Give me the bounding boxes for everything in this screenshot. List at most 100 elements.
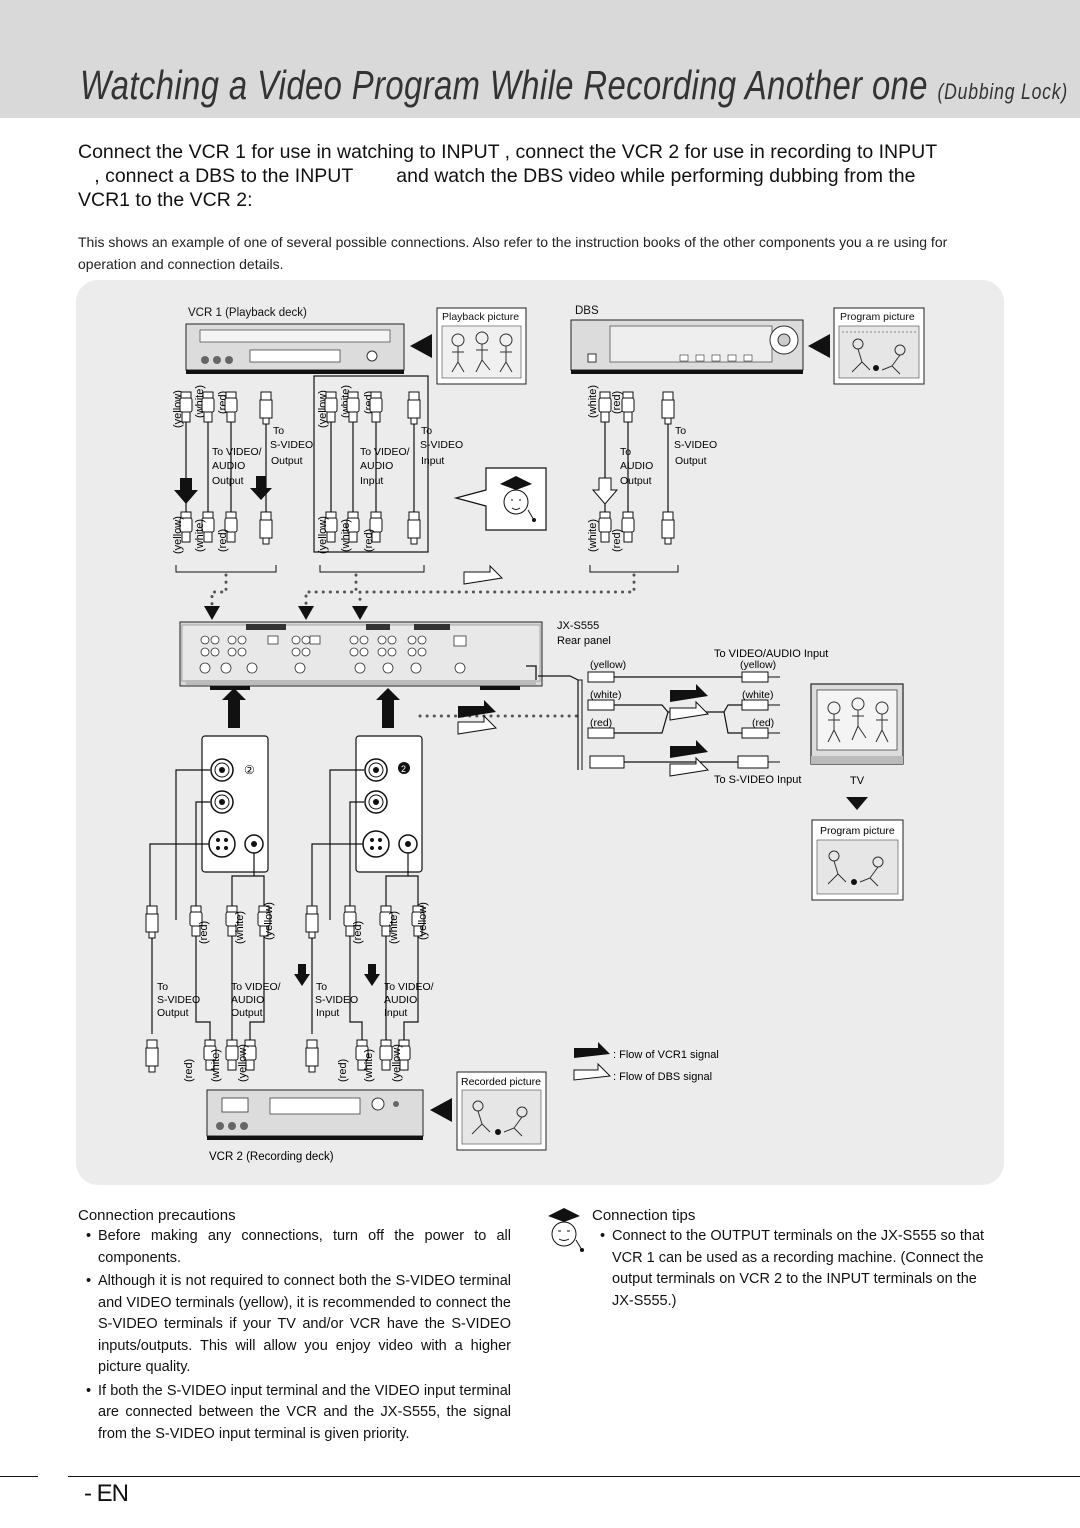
dbs-output-cables: (white) (red) To S-VIDEO Output To AUDIO… [587,385,717,573]
svg-text:To VIDEO/: To VIDEO/ [212,446,262,458]
vcr1-arrow [410,334,432,358]
program-picture-label: Program picture [840,311,915,323]
mascot-icon [548,1208,584,1252]
recorded-picture-image [461,1089,542,1145]
svg-text:Output: Output [212,475,244,487]
svg-text:AUDIO: AUDIO [212,460,245,472]
mascot-bubble-icon [453,467,547,531]
svg-text:To: To [620,446,631,458]
svg-text:(white): (white) [587,519,599,552]
rear-panel-label: Rear panel [557,635,611,647]
svg-text:(yellow): (yellow) [263,902,275,940]
vcr1-device [185,323,405,374]
svg-text:(yellow): (yellow) [237,1044,249,1082]
svg-text:To: To [316,981,327,993]
dbs-arrow [808,334,830,358]
svg-text:(yellow): (yellow) [590,659,626,671]
svg-text:Output: Output [271,455,303,467]
vcr1-label: VCR 1 (Playback deck) [188,307,307,319]
recorded-picture-label: Recorded picture [461,1076,541,1088]
to-svideo-input-label: To S-VIDEO Input [714,774,801,786]
svg-text:(white): (white) [210,1049,222,1082]
svg-text:AUDIO: AUDIO [384,994,417,1006]
vcr1-output-cables: (yellow) (white) (red) To S-VIDEO Output… [172,385,313,573]
svg-text:AUDIO: AUDIO [620,460,653,472]
program-picture-image-2 [816,839,899,895]
tv-cables: (yellow) (white) (red) (yellow) (white) … [538,648,828,786]
jack-num-filled: 2 [401,764,406,774]
tips-title: Connection tips [592,1207,696,1224]
tv-device [810,683,904,765]
svg-text:: Flow of DBS signal: : Flow of DBS signal [613,1071,712,1083]
playback-picture-label: Playback picture [442,311,519,323]
svg-text:(white): (white) [194,519,206,552]
svg-text:S-VIDEO: S-VIDEO [157,994,200,1006]
vcr2-jack-wires [311,769,419,920]
svg-text:(red): (red) [590,717,612,729]
playback-picture-image [441,325,522,379]
svg-text:(white): (white) [388,911,400,944]
intro-line-2: , connect a DBS to the INPUT and watch t… [78,165,916,187]
svg-text:(yellow): (yellow) [391,1044,403,1082]
svg-text:(red): (red) [363,529,375,552]
svg-text:Input: Input [360,475,383,487]
footer-rule [0,1476,1080,1477]
svg-text:Input: Input [384,1007,407,1019]
svg-text:(red): (red) [752,717,774,729]
program-picture-image [838,325,920,379]
svg-text:S-VIDEO: S-VIDEO [270,439,313,451]
svg-text:Input: Input [316,1007,339,1019]
svg-text:(yellow): (yellow) [740,659,776,671]
precautions-list: Before making any connections, turn off … [86,1226,511,1447]
legend: : Flow of VCR1 signal : Flow of DBS sign… [573,1042,719,1083]
vcr2-arrow [430,1098,452,1122]
tips-list: Connect to the OUTPUT terminals on the J… [600,1226,1000,1312]
svg-text:Input: Input [421,455,444,467]
program-picture-label-2: Program picture [820,825,895,837]
svg-text:: Flow of VCR1 signal: : Flow of VCR1 signal [613,1049,719,1061]
svg-text:(red): (red) [337,1059,349,1082]
svg-text:S-VIDEO: S-VIDEO [315,994,358,1006]
vcr1-input-cables: (yellow) (white) (red) To S-VIDEO Input … [317,385,463,573]
vcr2-jack-plate: 2 [355,735,423,873]
dbs-device [570,319,804,374]
svg-text:To: To [157,981,168,993]
connection-diagram: VCR 1 (Playback deck) Playback picture D… [145,305,925,1163]
svg-text:Output: Output [231,1007,263,1019]
svg-text:S-VIDEO: S-VIDEO [674,439,717,451]
precaution-item: If both the S-VIDEO input terminal and t… [86,1381,511,1446]
svg-text:(white): (white) [340,519,352,552]
precaution-item: Although it is not required to connect b… [86,1271,511,1379]
svg-text:(red): (red) [611,529,623,552]
intro-line-3: VCR1 to the VCR 2: [78,189,253,211]
dbs-label: DBS [575,305,599,317]
svg-text:To: To [421,425,432,437]
lower-cables-vcr2: (red) (white) (yellow) To S-VIDEO Input … [294,902,434,1082]
vcr2-label: VCR 2 (Recording deck) [209,1151,334,1163]
header-band [0,0,1080,118]
svg-text:(white): (white) [363,1049,375,1082]
svg-text:(white): (white) [742,689,774,701]
jack-num-outline: ② [244,763,255,777]
tv-label: TV [850,775,865,787]
svg-text:(red): (red) [352,921,364,944]
svg-text:(red): (red) [217,529,229,552]
footer-tick [38,1472,68,1478]
jx-rear-panel [179,621,543,690]
intro-line-1: Connect the VCR 1 for use in watching to… [78,141,938,163]
tip-item: Connect to the OUTPUT terminals on the J… [600,1226,1000,1312]
vcr1-jack-wires [149,769,265,920]
svg-text:(white): (white) [590,689,622,701]
svg-text:To VIDEO/: To VIDEO/ [231,981,281,993]
svg-text:To: To [273,425,284,437]
description: This shows an example of one of several … [78,234,948,272]
svg-text:Output: Output [620,475,652,487]
vcr2-device [206,1089,424,1140]
svg-text:AUDIO: AUDIO [231,994,264,1006]
page-title-sub: (Dubbing Lock) [937,79,1069,104]
svg-text:(white): (white) [587,385,599,418]
svg-text:To VIDEO/: To VIDEO/ [360,446,410,458]
svg-text:(red): (red) [198,921,210,944]
jx-label: JX-S555 [557,620,599,632]
svg-text:(yellow): (yellow) [172,516,184,554]
